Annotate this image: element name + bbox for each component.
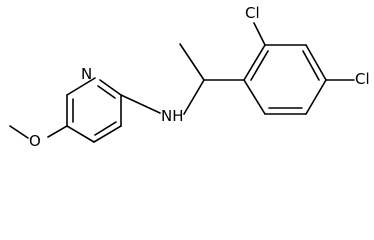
bond-c2-o [47, 125, 68, 138]
bond-c4-c5 [93, 125, 122, 143]
bond-a2-cl [253, 22, 266, 46]
bond-c4-c5-inner [94, 121, 117, 136]
bond-c6-n [99, 79, 122, 96]
bond-c5-nh [120, 94, 161, 114]
ortho-chlorine-label: Cl [245, 4, 260, 22]
bond-a1-a2 [243, 44, 266, 81]
chemical-structure-diagram: N O NH Cl Cl [9, 4, 370, 150]
para-chlorine-label: Cl [355, 70, 370, 88]
bond-n-c2 [66, 77, 96, 96]
dichlorophenyl-ring [243, 44, 327, 115]
chlorine-bonds [253, 22, 355, 81]
bond-a3-a4 [305, 44, 327, 81]
bond-a4-a5 [305, 79, 327, 115]
amine-nh-label: NH [161, 107, 184, 125]
bond-o-ch3 [9, 125, 29, 139]
bond-ch-methyl [179, 43, 205, 81]
pyridine-ring [66, 77, 122, 143]
methoxy-group [9, 125, 68, 139]
bond-c3-c4 [66, 125, 95, 143]
bond-a1-a2-inner [250, 50, 269, 81]
bond-c6-n-inner [97, 85, 116, 99]
bond-a3-a4-inner [302, 50, 320, 81]
pyridine-nitrogen-label: N [81, 65, 92, 83]
amine-linker [120, 43, 245, 115]
bond-nh-ch [183, 79, 205, 115]
bond-a6-a1 [243, 79, 266, 115]
methoxy-oxygen-label: O [29, 132, 41, 150]
